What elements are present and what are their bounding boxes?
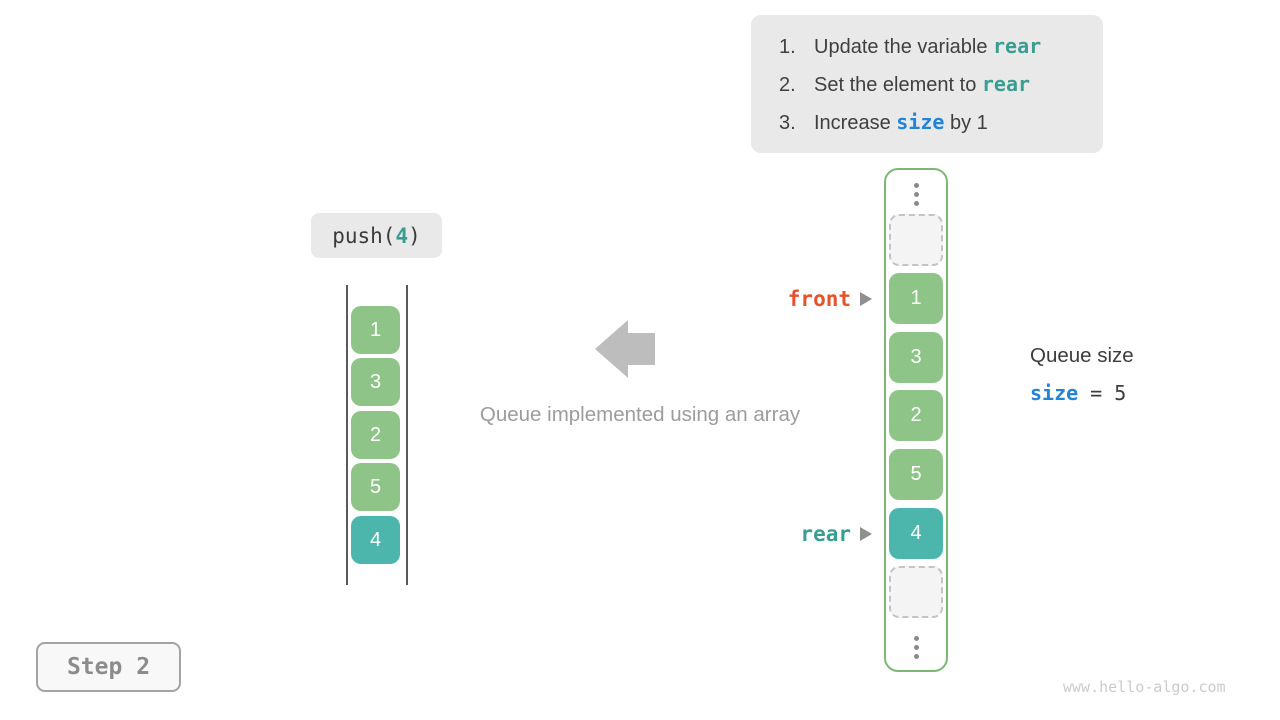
- left-arrow-icon: [595, 320, 655, 378]
- instruction-text: by 1: [944, 111, 988, 134]
- instruction-text: Increase: [814, 111, 897, 134]
- array-cell: 2: [889, 390, 943, 441]
- instruction-number: 3.: [779, 111, 796, 134]
- rear-pointer: rear: [762, 522, 872, 546]
- queue-rail-right: [406, 285, 408, 585]
- queue-rail-left: [346, 285, 348, 585]
- array-empty-slot: [889, 214, 943, 266]
- queue-item-pushed: 4: [351, 516, 400, 564]
- size-variable: size: [1030, 381, 1079, 405]
- code-token-size: size: [896, 109, 945, 134]
- instruction-box: 1. Update the variable rear 2. Set the e…: [751, 15, 1103, 153]
- array-cell: 3: [889, 332, 943, 383]
- instruction-text: Update the variable: [814, 35, 994, 58]
- pointer-arrow-icon: [860, 292, 872, 306]
- instruction-step-3: 3. Increase size by 1: [779, 110, 1103, 135]
- array-cell-front: 1: [889, 273, 943, 324]
- array-cell: 5: [889, 449, 943, 500]
- operation-close-paren: ): [408, 223, 421, 248]
- code-token-rear: rear: [981, 71, 1031, 96]
- array-empty-slot: [889, 566, 943, 618]
- queue-size-expression: size = 5: [1030, 381, 1134, 405]
- queue-size-title: Queue size: [1030, 344, 1134, 367]
- queue-item: 5: [351, 463, 400, 511]
- step-badge: Step 2: [36, 642, 181, 692]
- queue-item: 1: [351, 306, 400, 354]
- array-cell-rear: 4: [889, 508, 943, 559]
- instruction-step-1: 1. Update the variable rear: [779, 34, 1103, 59]
- code-token-rear: rear: [993, 33, 1042, 58]
- front-pointer: front: [762, 287, 872, 311]
- pointer-arrow-icon: [860, 527, 872, 541]
- queue-item: 3: [351, 358, 400, 406]
- diagram-caption: Queue implemented using an array: [479, 403, 801, 426]
- instruction-number: 2.: [779, 73, 796, 96]
- size-value: 5: [1114, 381, 1127, 405]
- instruction-step-2: 2. Set the element to rear: [779, 72, 1103, 97]
- front-pointer-label: front: [787, 287, 851, 311]
- instruction-text: Set the element to: [814, 73, 982, 96]
- ellipsis-icon: [886, 183, 946, 206]
- instruction-number: 1.: [779, 35, 796, 58]
- queue-size-panel: Queue size size = 5: [1030, 344, 1134, 405]
- operation-label: push(4): [311, 213, 442, 258]
- queue-item: 2: [351, 411, 400, 459]
- watermark: www.hello-algo.com: [1063, 678, 1226, 696]
- operation-argument: 4: [395, 223, 409, 248]
- ellipsis-icon: [886, 636, 946, 659]
- rear-pointer-label: rear: [800, 522, 851, 546]
- operation-function: push(: [332, 223, 396, 248]
- array-container: 1 3 2 5 4: [884, 168, 948, 672]
- equals-sign: =: [1090, 381, 1103, 405]
